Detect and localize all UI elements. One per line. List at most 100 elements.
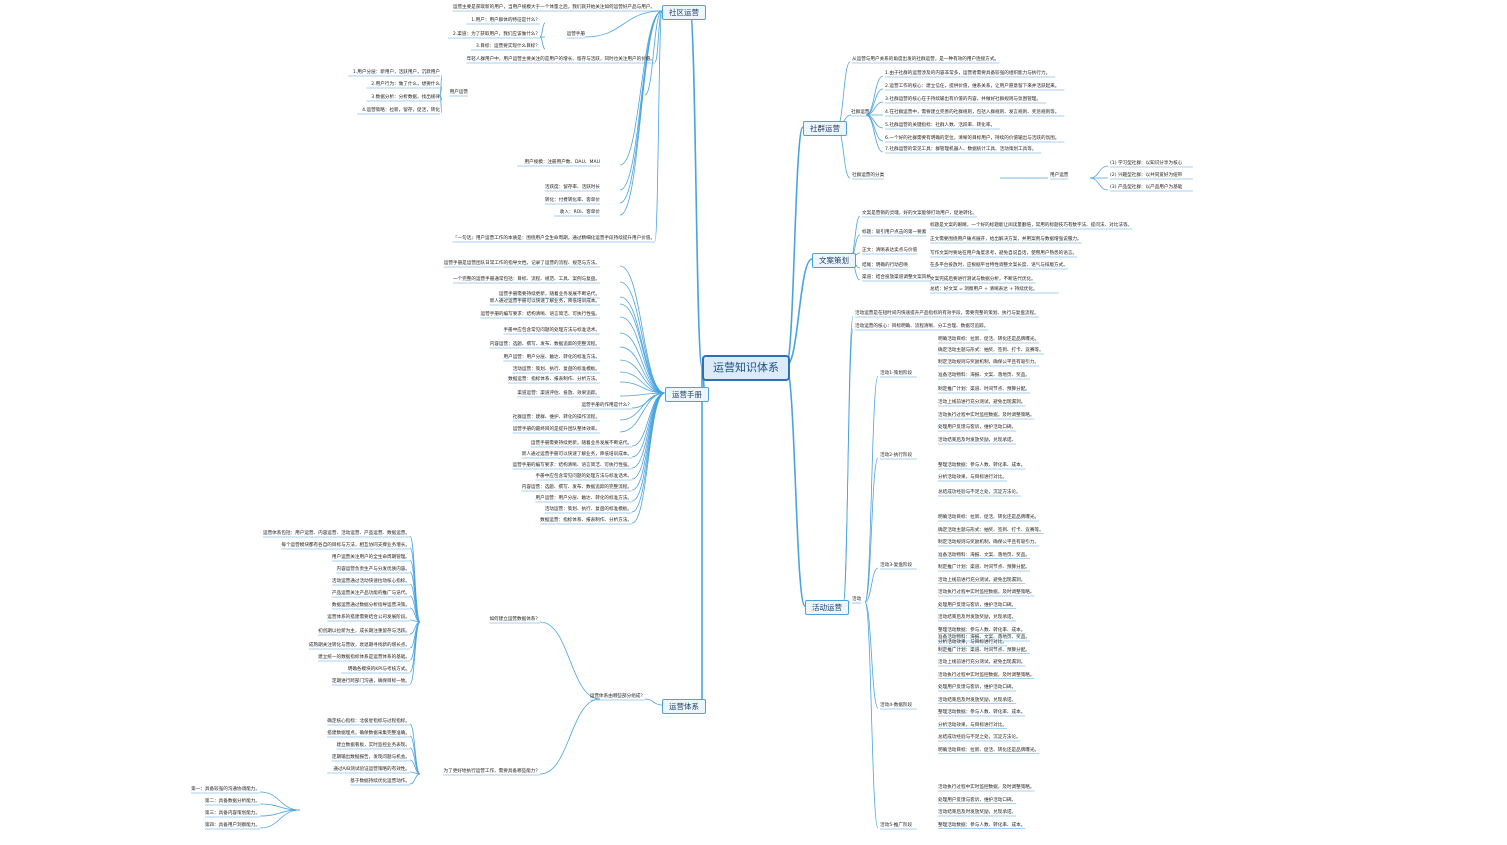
copy-row[interactable]: 标题：吸引用户点击的第一要素 [862,230,927,235]
community-tail-item[interactable]: (3) 产品型社群：以产品用户为基础 [1110,185,1183,190]
handbook-line[interactable]: 内容运营：选题、撰写、发布、数据追踪的完整流程。 [521,485,632,490]
handbook-line[interactable]: 用户运营：用户分层、触达、转化的标准方法。 [503,355,600,360]
copy-row[interactable]: 渠道：结合投放渠道调整文案风格 [862,275,931,280]
activity-line[interactable]: 制定推广计划：渠道、时间节点、预算分配。 [938,565,1030,570]
system-hub3[interactable]: 为了更好地执行运营工作，需要具备哪些能力？ [443,769,540,774]
handbook-line[interactable]: 内容运营：选题、撰写、发布、数据追踪的完整流程。 [489,342,600,347]
copy-line[interactable]: 写作文案时要站在用户角度思考，避免自说自话，使用用户熟悉的语言。 [930,251,1078,256]
kpi-item[interactable]: 活跃度：留存率、活跃时长 [544,185,600,190]
system-line[interactable]: 数据运营通过数据分析指导运营决策。 [331,603,410,608]
system-line[interactable]: 运营体系的搭建需要结合公司发展阶段。 [327,615,410,620]
system-ability-line[interactable]: 第一：具备较强的沟通协调能力。 [191,787,260,792]
activity-line[interactable]: 整理活动数据：参与人数、转化率、成本。 [938,710,1026,715]
activity-line[interactable]: 总结成功经验与不足之处，沉淀方法论。 [938,490,1021,495]
community-tail-item[interactable]: (1) 学习型社群：以知识分享为核心 [1110,161,1183,166]
activity-line[interactable]: 活动结束后及时发放奖励，兑现承诺。 [938,810,1017,815]
activity-line[interactable]: 处理用户反馈与客诉，维护活动口碑。 [938,425,1017,430]
copy-line[interactable]: 在多平台投放时，应根据平台特性调整文案长度、语气与排版方式。 [930,263,1068,268]
activity-line[interactable]: 确定活动主题与形式：抽奖、签到、打卡、竞赛等。 [938,348,1044,353]
copy-intro[interactable]: 文案是营销的灵魂，好的文案能够打动用户，促进转化。 [862,211,977,216]
activity-line[interactable]: 准备活动物料：海报、文案、落地页、奖品。 [938,635,1030,640]
activity-line[interactable]: 制定推广计划：渠道、时间节点、预算分配。 [938,387,1030,392]
user-ops-hub[interactable]: 用户运营 [449,90,468,95]
activity-line[interactable]: 分析活动效果，与目标进行对比。 [938,722,1007,728]
system-line[interactable]: 运营体系包括：用户运营、内容运营、活动运营、产品运营、数据运营。 [262,531,410,536]
activity-line[interactable]: 活动执行过程中实时监控数据，及时调整策略。 [938,785,1035,790]
copy-line[interactable]: 总结：好文案 = 洞察用户 + 清晰表达 + 持续优化。 [930,287,1038,292]
question-item[interactable]: 2.渠道：为了获取用户，我们应该做什么？ [452,32,540,37]
category-community-ops[interactable]: 社群运营 [803,121,847,136]
activity-line[interactable]: 整理活动数据：参与人数、转化率、成本。 [938,463,1026,468]
activity-line[interactable]: 活动结束后及时发放奖励，兑现承诺。 [938,697,1017,703]
user-ops-desc[interactable]: 年轻人群用户中，用户运营主要关注的是用户的增长、留存与活跃，同时也关注用户的价值… [466,57,655,62]
copy-line[interactable]: 标题是文案的眼睛，一个好的标题能让阅读量翻倍，常用的标题技巧有数字法、提问法、对… [930,223,1133,228]
handbook-line[interactable]: 运营手册是运营团队日常工作的指导文档，记录了运营的流程、规范与方法。 [443,261,600,266]
system-ability-line[interactable]: 第四：具备用户洞察能力。 [204,823,260,828]
system-line[interactable]: 活动运营通过活动快速拉动核心指标。 [331,579,410,584]
handbook-line[interactable]: 运营手册需要持续更新，随着业务发展不断迭代。 [498,292,600,297]
activity-line[interactable]: 整理活动数据：参与人数、转化率、成本。 [938,822,1026,828]
activity-section[interactable]: 活动3-复盘阶段 [880,563,913,568]
activity-section[interactable]: 活动1-策划阶段 [880,371,913,376]
activity-line[interactable]: 处理用户反馈与客诉，维护活动口碑。 [938,685,1017,690]
activity-line[interactable]: 活动上线前进行充分测试，避免出现漏洞。 [938,400,1026,405]
activity-section[interactable]: 活动5-推广阶段 [880,823,913,828]
handbook-line[interactable]: 新人通过运营手册可以快速了解业务，降低培训成本。 [521,452,632,457]
community-step[interactable]: 6.一个好的社群需要有明确的定位，清晰的目标用户，持续的价值输出与活跃的氛围。 [885,136,1060,141]
system-line[interactable]: 用户运营关注用户的全生命周期管理。 [331,555,410,560]
activity-line[interactable]: 总结成功经验与不足之处，沉淀方法论。 [938,735,1021,740]
activity-line[interactable]: 明确活动目标：拉新、促活、转化还是品牌曝光。 [938,515,1040,520]
system-line[interactable]: 初创期以拉新为主，成长期注重留存与活跃。 [318,629,410,634]
activity-section[interactable]: 活动4-数据阶段 [880,703,913,708]
user-ops-hub2[interactable]: 运营手册 [566,32,585,37]
handbook-line[interactable]: 活动运营：策划、执行、复盘的标准模板。 [544,507,632,512]
system-line[interactable]: 成熟期关注转化与营收，衰退期寻找新的增长点。 [308,643,410,648]
system-data-line[interactable]: 基于数据持续优化运营动作。 [350,779,410,784]
handbook-line[interactable]: 手册中应包含常见问题的处理方法与标准话术。 [503,328,600,333]
activity-line[interactable]: 处理用户反馈与客诉，维护活动口碑。 [938,602,1017,608]
community-step[interactable]: 2.运营工作的核心：建立信任，提供价值，维系关系，让用户愿意留下来并活跃起来。 [885,84,1060,89]
activity-line[interactable]: 确定活动主题与形式：抽奖、签到、打卡、竞赛等。 [938,527,1044,533]
activity-line[interactable]: 制定活动规则与奖励机制，确保公平且有吸引力。 [938,360,1040,365]
activity-intro[interactable]: 活动运营是在短时间内快速提升产品指标的有效手段，需要完整的策划、执行与复盘流程。 [855,311,1039,316]
handbook-line[interactable]: 运营手册的编写要求：结构清晰、语言简洁、可执行性强。 [480,312,600,317]
community-step[interactable]: 1.由于社群的运营涉及的内容非常多，运营者需要具备较强的组织能力与执行力。 [885,71,1051,76]
step-item[interactable]: 1.用户分层：新用户，活跃用户，沉默用户 [352,70,440,75]
step-item[interactable]: 3.数据分析：分析数据，找出规律 [371,95,440,100]
community-intro[interactable]: 从运营与用户关系的角度出发的社群运营，是一种有效的用户连接方式。 [852,57,1000,62]
root-node[interactable]: 运营知识体系 [702,355,790,381]
handbook-line[interactable]: 渠道运营：渠道评估、投放、效果追踪。 [517,391,600,396]
copy-line[interactable]: 正文需要围绕用户痛点展开，给出解决方案，并用案例与数据增强说服力。 [930,237,1082,242]
activity-left[interactable]: 活动 [852,597,862,602]
activity-line[interactable]: 整理活动数据：参与人数、转化率、成本。 [938,627,1026,633]
question-item[interactable]: 3.目标：运营要实现什么目标？ [475,44,540,49]
kpi-item[interactable]: 用户规模：注册用户数、DAU、MAU [524,160,600,165]
handbook-line[interactable]: 运营手册的编写要求：结构清晰、语言简洁、可执行性强。 [512,463,632,468]
handbook-line[interactable]: 运营手册需要持续更新，随着业务发展不断迭代。 [530,441,632,446]
handbook-line[interactable]: 活动运营：策划、执行、复盘的标准模板。 [512,367,600,372]
question-item[interactable]: 1.用户：用户群体的特征是什么？ [471,18,540,23]
community-step[interactable]: 3.社群运营的核心在于持续输出有价值的内容，并做好社群规则与氛围管理。 [885,97,1041,102]
activity-line[interactable]: 活动结束后及时发放奖励，兑现承诺。 [938,615,1017,620]
system-line[interactable]: 产品运营关注产品功能的推广与迭代。 [331,591,410,596]
system-ability-line[interactable]: 第三：具备内容策划能力。 [204,811,260,816]
handbook-line[interactable]: 一个完整的运营手册通常包括：目标、流程、规范、工具、案例与复盘。 [452,277,600,282]
category-ops-system[interactable]: 运营体系 [662,699,706,714]
system-data-line[interactable]: 定期输出数据报告，发现问题与机会。 [331,755,410,760]
activity-line[interactable]: 明确活动目标：拉新、促活、转化还是品牌曝光。 [938,337,1040,342]
community-step[interactable]: 7.社群运营的常见工具：群管理机器人、数据统计工具、活动策划工具等。 [885,147,1037,152]
category-ops-handbook[interactable]: 运营手册 [665,387,709,402]
handbook-line[interactable]: 数据运营：指标体系、报表制作、分析方法。 [540,518,632,523]
system-data-line[interactable]: 建立数据看板，实时监控业务表现。 [336,743,410,748]
activity-line[interactable]: 活动结束后及时发放奖励，兑现承诺。 [938,438,1017,443]
user-ops-intro[interactable]: 运营主要是获取新的用户，当用户规模大于一个体量之后，我们就开始关注如何运营好产品… [452,5,655,10]
activity-line[interactable]: 活动执行过程中实时监控数据，及时调整策略。 [938,590,1035,595]
system-line[interactable]: 明确各模块的KPI与考核方式。 [347,667,410,672]
activity-line[interactable]: 制定活动规则与奖励机制，确保公平且有吸引力。 [938,540,1040,545]
handbook-line[interactable]: 手册中应包含常见问题的处理方法与标准话术。 [535,474,632,479]
activity-line[interactable]: 活动上线前进行充分测试，避免出现漏洞。 [938,577,1026,583]
system-hub[interactable]: 运营体系由哪些部分组成？ [589,694,645,699]
kpi-item[interactable]: 转化：付费转化率、客单价 [544,198,600,203]
copy-row[interactable]: 正文：清晰表达卖点与价值 [862,248,918,253]
system-hub2[interactable]: 如何建立运营数据体系？ [489,617,540,622]
